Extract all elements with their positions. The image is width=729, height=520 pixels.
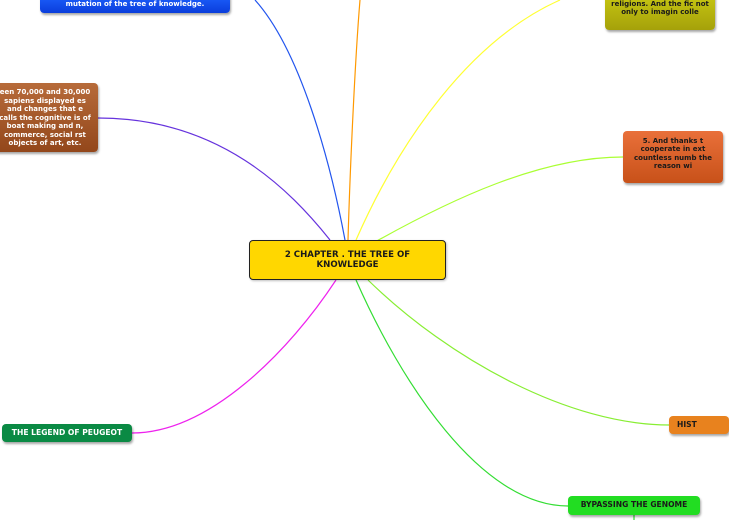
topic-node-bypassing-genome[interactable]: BYPASSING THE GENOME [568,496,700,515]
topic-node-cognitive-revolution[interactable]: een 70,000 and 30,000 sapiens displayed … [0,83,98,152]
topic-node-history[interactable]: HIST [669,416,729,434]
connector-layer [97,0,670,520]
branch-line-lime-lower [367,279,670,426]
central-topic-label: 2 CHAPTER . THE TREE OF KNOWLEDGE [284,249,411,270]
topic-node-legend-of-peugeot[interactable]: THE LEGEND OF PEUGEOT [2,424,132,442]
topic-text: HIST [677,420,697,429]
branch-line-blue [254,0,346,241]
topic-node-tree-mutation[interactable]: mutation of the tree of knowledge. [40,0,230,13]
central-topic-node[interactable]: 2 CHAPTER . THE TREE OF KNOWLEDGE [249,240,446,280]
branch-line-yellow [355,0,561,241]
branch-line-magenta [131,279,337,434]
topic-node-cooperation[interactable]: 5. And thanks t cooperate in ext countle… [623,131,723,183]
topic-text: religions. And the fic not only to imagi… [611,0,709,17]
topic-text: 5. And thanks t cooperate in ext countle… [634,137,712,171]
topic-text: mutation of the tree of knowledge. [65,0,205,8]
topic-node-religions[interactable]: religions. And the fic not only to imagi… [605,0,715,30]
branch-line-orange [347,0,361,241]
branch-line-purple [97,117,331,241]
branch-line-lime-upper [374,156,624,243]
topic-text: BYPASSING THE GENOME [580,500,688,509]
topic-text: THE LEGEND OF PEUGEOT [11,428,123,437]
topic-text: een 70,000 and 30,000 sapiens displayed … [0,88,91,147]
branch-line-green [355,279,569,507]
